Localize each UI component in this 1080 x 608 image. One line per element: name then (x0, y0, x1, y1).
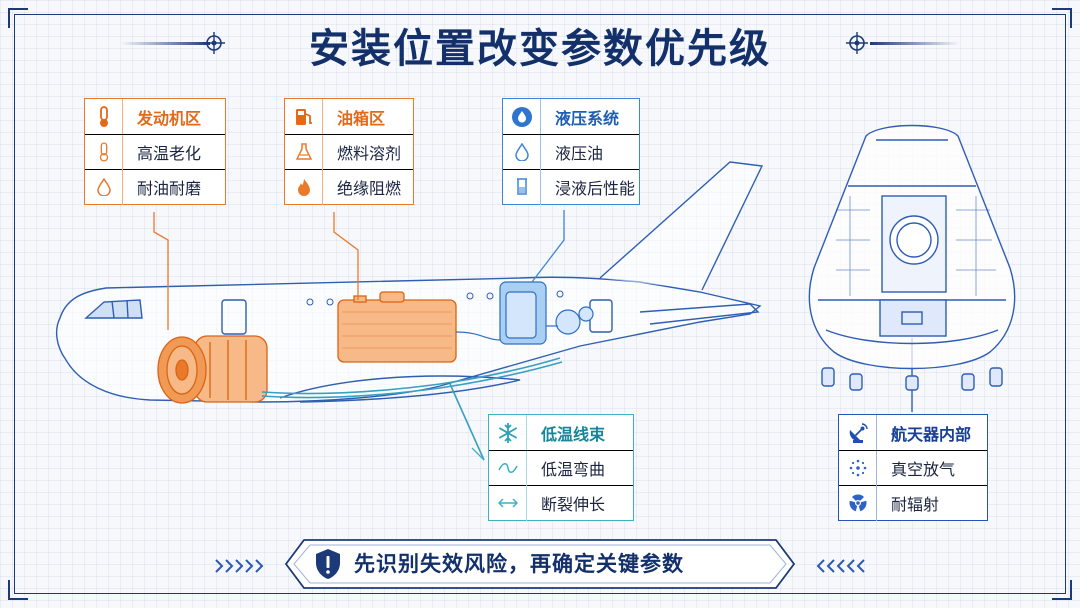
hydraulic-item-2: 浸液后性能 (503, 169, 639, 205)
flame-icon (285, 169, 323, 205)
conclusion-banner: 先识别失效风险，再确定关键参数 (284, 538, 796, 590)
corner-mark (8, 580, 28, 600)
spacecraft-interior-title: 航天器内部 (891, 424, 972, 444)
hydraulic-unit-illustration (455, 281, 594, 345)
fuel-item-2-label: 绝缘阻燃 (337, 179, 402, 198)
page-title: 安装位置改变参数优先级 (309, 26, 771, 72)
engine-item-2: 耐油耐磨 (85, 169, 225, 205)
corner-mark (1052, 580, 1072, 600)
low-temp-harness-header: 低温线束 (489, 415, 633, 450)
engine-item-1-label: 高温老化 (137, 144, 202, 163)
engine-zone-card: 发动机区 高温老化 耐油耐磨 (84, 98, 226, 205)
banner-chevrons-right (816, 559, 865, 573)
leader-line-hydraulic (531, 210, 565, 283)
spacecraft-item-1: 真空放气 (839, 450, 987, 486)
leader-line-harness (471, 447, 485, 461)
fuel-item-2: 绝缘阻燃 (285, 169, 413, 205)
thermometer-icon (85, 134, 123, 170)
banner-chevrons-left (215, 559, 264, 573)
fuel-zone-card: 油箱区 燃料溶剂 绝缘阻燃 (284, 98, 414, 205)
drop-circle-icon (503, 99, 541, 134)
beaker-icon (503, 169, 541, 205)
drop-icon (85, 169, 123, 205)
hydraulic-item-2-label: 浸液后性能 (555, 179, 636, 198)
corner-mark (8, 8, 28, 28)
wire-harness-illustration (261, 357, 563, 461)
hydraulic-item-1: 液压油 (503, 134, 639, 170)
corner-mark (1052, 8, 1072, 28)
engine-zone-header: 发动机区 (85, 99, 225, 134)
fuel-item-1-label: 燃料溶剂 (337, 144, 402, 163)
harness-item-1-label: 低温弯曲 (541, 460, 606, 479)
harness-item-2: 断裂伸长 (489, 485, 633, 521)
crosshair-icon (846, 32, 868, 54)
spacecraft-item-1-label: 真空放气 (891, 460, 956, 479)
fuel-zone-title: 油箱区 (337, 108, 386, 128)
hydraulic-system-card: 液压系统 液压油 浸液后性能 (502, 98, 640, 205)
fuel-item-1: 燃料溶剂 (285, 134, 413, 170)
harness-item-1: 低温弯曲 (489, 450, 633, 486)
spacecraft-interior-header: 航天器内部 (839, 415, 987, 450)
low-temp-harness-title: 低温线束 (541, 424, 606, 444)
fuel-zone-header: 油箱区 (285, 99, 413, 134)
engine-zone-title: 发动机区 (137, 108, 202, 128)
hydraulic-system-header: 液压系统 (503, 99, 639, 134)
low-temp-harness-card: 低温线束 低温弯曲 断裂伸长 (488, 414, 634, 521)
wave-icon (489, 450, 527, 486)
title-decoration-left (120, 42, 210, 45)
engine-item-1: 高温老化 (85, 134, 225, 170)
harness-item-2-label: 断裂伸长 (541, 495, 606, 514)
spacecraft-item-2-label: 耐辐射 (891, 495, 940, 514)
engine-illustration (157, 335, 268, 404)
thermometer-icon (85, 99, 123, 134)
crosshair-icon (203, 32, 225, 54)
banner-frame (284, 539, 796, 589)
spacecraft-illustration (808, 124, 1016, 391)
fuel-tank-illustration (337, 291, 457, 363)
title-decoration-right (870, 42, 960, 45)
leader-line-engine (153, 212, 169, 330)
stretch-arrow-icon (489, 485, 527, 521)
satellite-dish-icon (839, 415, 877, 450)
hydraulic-system-title: 液压系统 (555, 108, 620, 128)
leader-line-fuel (333, 212, 359, 300)
page-frame (14, 14, 1066, 594)
drop-icon (503, 134, 541, 170)
spacecraft-item-2: 耐辐射 (839, 485, 987, 521)
flask-icon (285, 134, 323, 170)
shield-exclamation-icon (316, 549, 340, 579)
hydraulic-item-1-label: 液压油 (555, 144, 604, 163)
dots-circle-icon (839, 450, 877, 486)
engine-item-2-label: 耐油耐磨 (137, 179, 202, 198)
fuel-pump-icon (285, 99, 323, 134)
banner-text: 先识别失效风险，再确定关键参数 (354, 552, 684, 576)
snowflake-icon (489, 415, 527, 450)
spacecraft-interior-card: 航天器内部 真空放气 耐辐射 (838, 414, 988, 521)
radiation-icon (839, 485, 877, 521)
